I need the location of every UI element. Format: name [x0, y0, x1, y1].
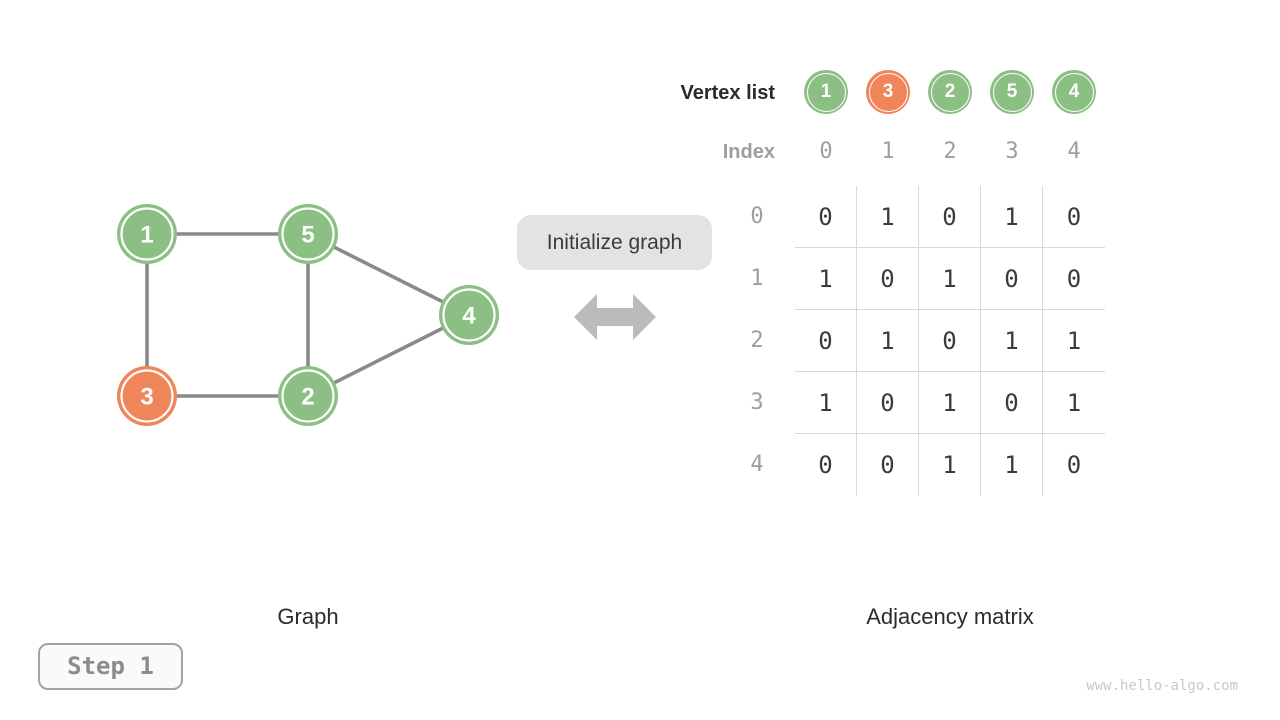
graph-node-4: 4 — [439, 285, 499, 345]
graph-edge-5-4 — [307, 232, 470, 317]
svg-text:3: 3 — [140, 384, 153, 411]
graph-node-1: 1 — [117, 204, 177, 264]
matrix-cell-4-3: 1 — [981, 434, 1043, 496]
svg-text:2: 2 — [301, 384, 314, 411]
double-arrow-icon — [574, 294, 656, 340]
matrix-cell-1-0: 1 — [795, 248, 857, 310]
index-label: Index — [722, 141, 775, 163]
matrix-cell-4-2: 1 — [919, 434, 981, 496]
row-label-4: 4 — [750, 452, 764, 477]
svg-text:1: 1 — [140, 222, 153, 249]
graph-diagram: 1 5 4 3 2 — [117, 204, 499, 426]
watermark: www.hello-algo.com — [1086, 678, 1238, 694]
matrix-cell-3-1: 0 — [857, 372, 919, 434]
matrix-cell-3-2: 1 — [919, 372, 981, 434]
matrix-cell-1-1: 0 — [857, 248, 919, 310]
matrix-cell-0-4: 0 — [1043, 186, 1105, 248]
index-digit-1: 1 — [881, 139, 895, 164]
step-button[interactable]: Step 1 — [38, 643, 183, 690]
vertex-list-label: Vertex list — [680, 82, 775, 104]
svg-text:4: 4 — [462, 303, 476, 330]
matrix-cell-2-4: 1 — [1043, 310, 1105, 372]
matrix-cell-1-4: 0 — [1043, 248, 1105, 310]
matrix-cell-4-0: 0 — [795, 434, 857, 496]
graph-edge-2-4 — [307, 313, 470, 398]
graph-node-2: 2 — [278, 366, 338, 426]
matrix-cell-0-1: 1 — [857, 186, 919, 248]
graph-caption: Graph — [277, 604, 339, 629]
graph-node-5: 5 — [278, 204, 338, 264]
index-digit-0: 0 — [819, 139, 833, 164]
matrix-cell-3-0: 1 — [795, 372, 857, 434]
index-row: 0 1 2 3 4 — [795, 138, 1105, 166]
matrix-cell-0-3: 1 — [981, 186, 1043, 248]
vertex-circle-1: 1 — [804, 70, 848, 114]
matrix-caption: Adjacency matrix — [866, 604, 1034, 629]
matrix-cell-2-0: 0 — [795, 310, 857, 372]
matrix-cell-1-2: 1 — [919, 248, 981, 310]
matrix-cell-3-4: 1 — [1043, 372, 1105, 434]
matrix-row-labels: 0 1 2 3 4 — [730, 186, 784, 496]
index-digit-2: 2 — [943, 139, 957, 164]
matrix-cell-2-2: 0 — [919, 310, 981, 372]
matrix-cell-4-4: 0 — [1066, 451, 1082, 479]
row-label-3: 3 — [750, 390, 764, 415]
vertex-circle-3: 3 — [866, 70, 910, 114]
index-digit-3: 3 — [1005, 139, 1019, 164]
matrix-cell-3-3: 0 — [981, 372, 1043, 434]
vertex-circle-5: 5 — [990, 70, 1034, 114]
row-label-2: 2 — [750, 328, 764, 353]
vertex-circle-4: 4 — [1052, 70, 1096, 114]
matrix-cell-2-1: 1 — [857, 310, 919, 372]
row-label-0: 0 — [750, 204, 764, 229]
matrix-cell-4-1: 0 — [857, 434, 919, 496]
svg-text:5: 5 — [301, 222, 314, 249]
initialize-graph-pill: Initialize graph — [517, 215, 712, 270]
matrix-cell-2-3: 1 — [981, 310, 1043, 372]
matrix-cell-1-3: 0 — [981, 248, 1043, 310]
row-label-1: 1 — [750, 266, 764, 291]
graph-node-3: 3 — [117, 366, 177, 426]
matrix-cell-0-2: 0 — [919, 186, 981, 248]
vertex-circle-2: 2 — [928, 70, 972, 114]
matrix-cell-0-0: 0 — [795, 186, 857, 248]
index-digit-4: 4 — [1067, 139, 1081, 164]
